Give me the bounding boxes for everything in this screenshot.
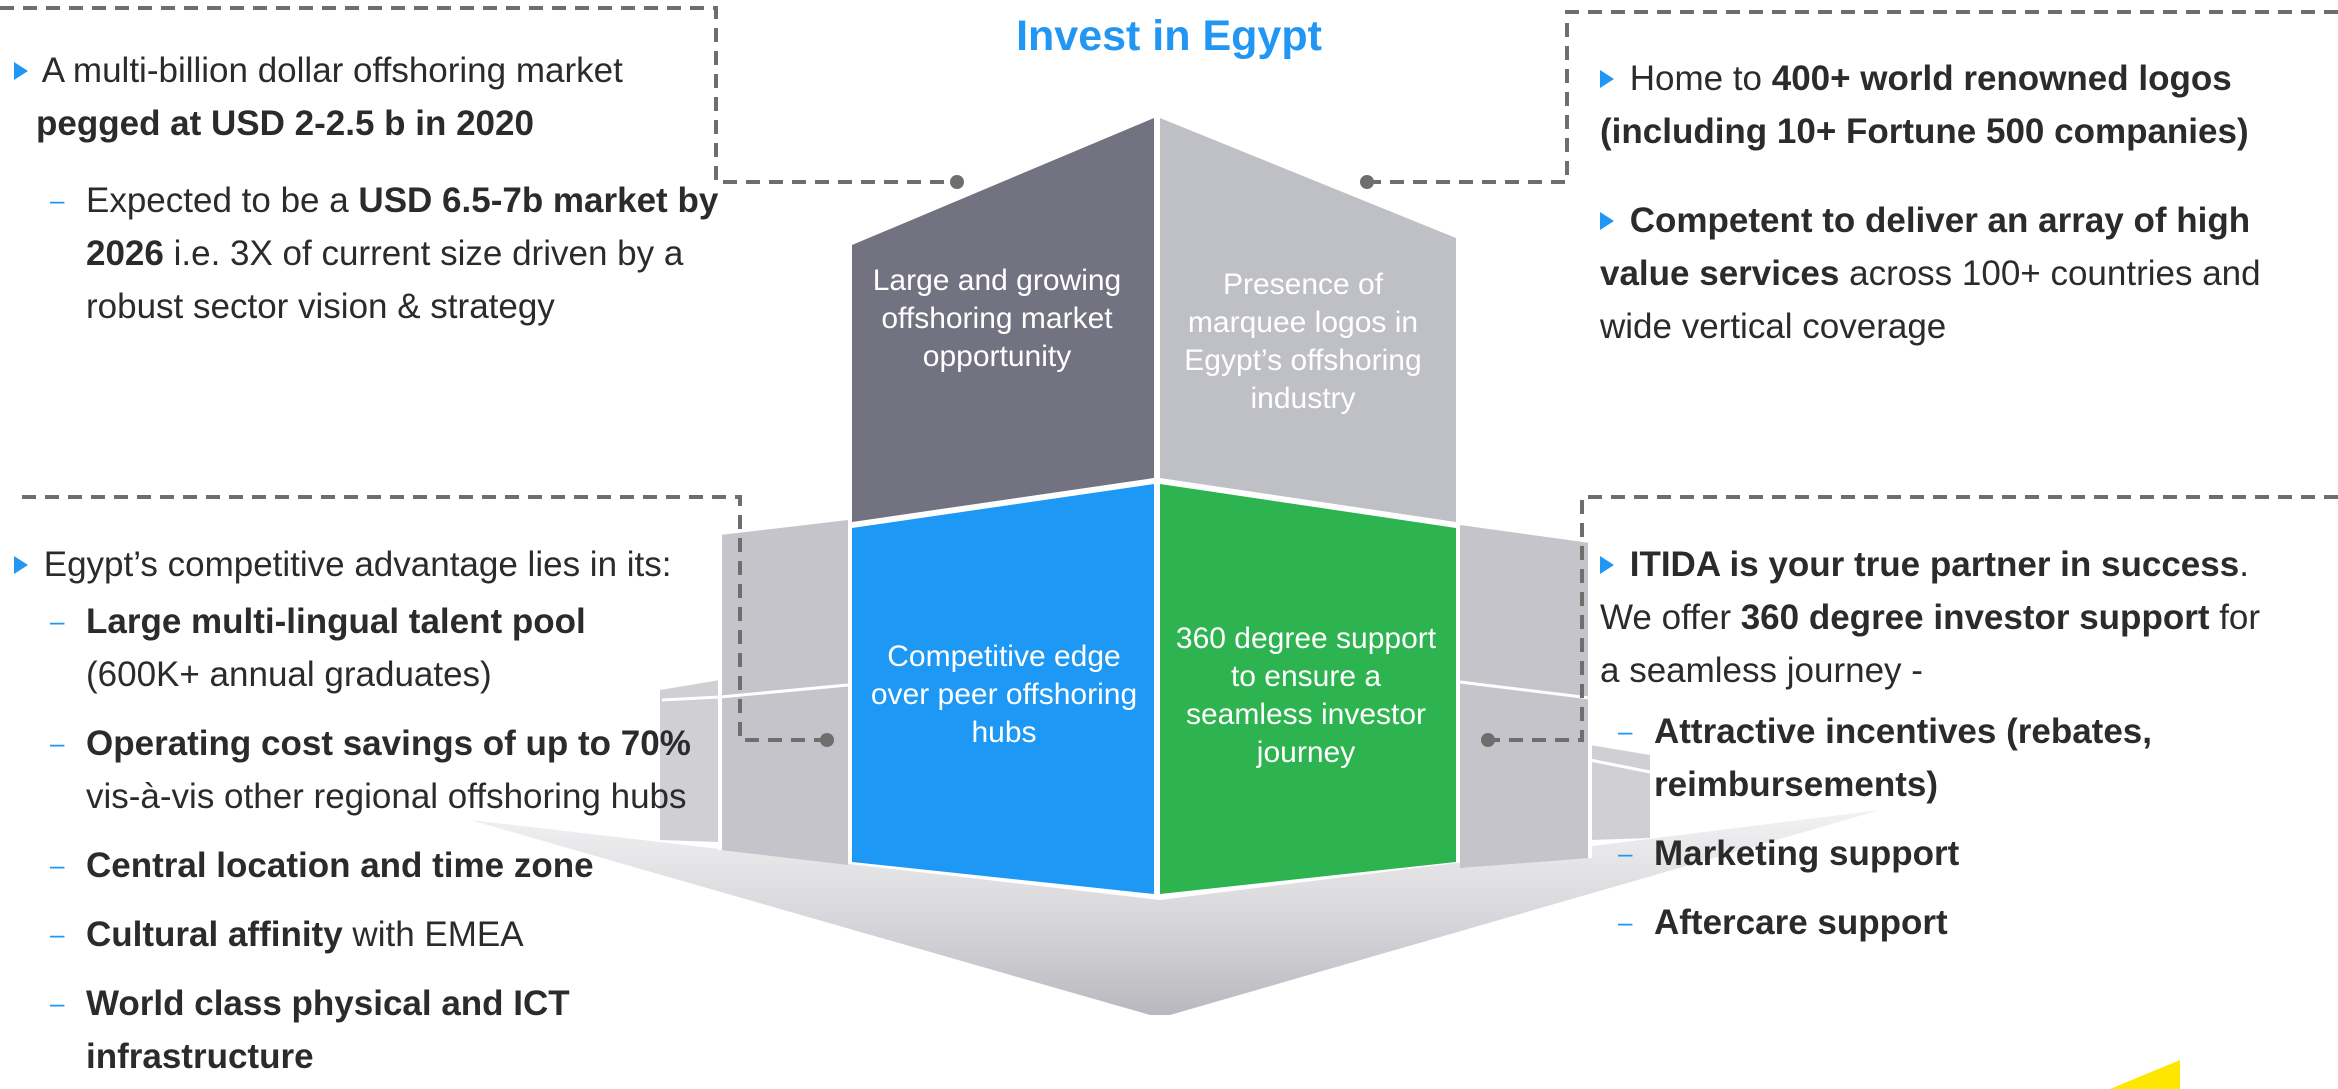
connector-dot-top-right xyxy=(1360,175,1374,189)
market-forecast-item: Expected to be a USD 6.5-7b market by 20… xyxy=(50,174,726,333)
connector-top-left xyxy=(0,6,955,184)
forecast-text-bold: USD 6.5-7b market by 2026 xyxy=(86,181,719,273)
brand-logo-mark xyxy=(2110,1060,2180,1089)
logos-bullet: Home to 400+ world renowned logos (inclu… xyxy=(1600,52,2320,158)
forecast-text-a: Expected to be a xyxy=(86,181,359,220)
face-top-right xyxy=(1160,118,1456,522)
talent-detail: (600K+ annual graduates) xyxy=(86,655,492,694)
connector-bottom-right xyxy=(1490,495,2338,742)
market-size-text: A multi-billion dollar offshoring market xyxy=(41,51,623,90)
itida-text-d: for a seamless journey - xyxy=(1600,598,2261,690)
top-left-text-block: A multi-billion dollar offshoring market… xyxy=(14,44,718,333)
support-item-incentives: Attractive incentives (rebates, reimburs… xyxy=(1618,705,2214,811)
cost-detail: vis-à-vis other regional offshoring hubs xyxy=(86,777,687,816)
advantage-item-talent: Large multi-lingual talent pool (600K+ a… xyxy=(50,595,734,701)
advantage-intro-text: Egypt’s competitive advantage lies in it… xyxy=(43,545,672,584)
connector-dot-bottom-left xyxy=(820,733,834,747)
market-size-bold-line: pegged at USD 2-2.5 b in 2020 xyxy=(14,97,714,150)
face-bottom-right xyxy=(1160,484,1456,894)
culture-bold: Cultural affinity xyxy=(86,915,343,954)
bottom-left-text-block: Egypt’s competitive advantage lies in it… xyxy=(14,538,734,1083)
support-item-aftercare: Aftercare support xyxy=(1618,896,2300,949)
advantage-item-infrastructure: World class physical and ICT infrastruct… xyxy=(50,977,646,1083)
face-text-support: 360 degree support to ensure a seamless … xyxy=(1175,622,1437,769)
face-text-market: Large and growing offshoring market oppo… xyxy=(872,264,1122,373)
cost-bold: Operating cost savings of up to 70% xyxy=(86,724,691,763)
bottom-right-text-block: ITIDA is your true partner in success. W… xyxy=(1600,538,2300,949)
itida-support-bold: 360 degree investor support xyxy=(1740,598,2210,637)
advantage-item-location: Central location and time zone xyxy=(50,839,734,892)
connector-bottom-left xyxy=(22,495,825,742)
location-bold: Central location and time zone xyxy=(86,846,594,885)
talent-bold: Large multi-lingual talent pool xyxy=(86,602,586,641)
face-text-logos: Presence of marquee logos in Egypt’s off… xyxy=(1184,268,1422,415)
culture-detail: with EMEA xyxy=(342,915,524,954)
services-bullet: Competent to deliver an array of high va… xyxy=(1600,194,2320,353)
advantage-intro: Egypt’s competitive advantage lies in it… xyxy=(14,538,734,591)
aftercare-bold: Aftercare support xyxy=(1654,903,1948,942)
market-size-bullet: A multi-billion dollar offshoring market xyxy=(14,44,714,97)
services-text-bold: Competent to deliver an array of high va… xyxy=(1600,201,2251,293)
connector-dot-bottom-right xyxy=(1481,733,1495,747)
face-top-left xyxy=(852,118,1154,522)
infrastructure-bold: World class physical and ICT infrastruct… xyxy=(86,984,570,1076)
itida-bold: ITIDA is your true partner in success xyxy=(1629,545,2240,584)
advantage-item-culture: Cultural affinity with EMEA xyxy=(50,908,734,961)
connector-top-right xyxy=(1368,10,2338,184)
advantage-item-cost: Operating cost savings of up to 70% vis-… xyxy=(50,717,734,823)
face-text-competitive: Competitive edge over peer offshoring hu… xyxy=(870,640,1138,749)
forecast-text-c: i.e. 3X of current size driven by a robu… xyxy=(86,234,684,326)
connector-dot-top-left xyxy=(950,175,964,189)
marketing-bold: Marketing support xyxy=(1654,834,1960,873)
incentives-bold: Attractive incentives (rebates, reimburs… xyxy=(1654,712,2152,804)
face-bottom-left xyxy=(852,484,1154,894)
itida-bullet: ITIDA is your true partner in success. W… xyxy=(1600,538,2280,697)
page-title: Invest in Egypt xyxy=(1016,12,1322,60)
support-item-marketing: Marketing support xyxy=(1618,827,2300,880)
itida-text-b: . We offer xyxy=(1600,545,2249,637)
logos-text-bold: 400+ world renowned logos (including 10+… xyxy=(1600,59,2249,151)
top-right-text-block: Home to 400+ world renowned logos (inclu… xyxy=(1600,52,2320,353)
right-back-building xyxy=(1460,525,1590,868)
logos-text-a: Home to xyxy=(1629,59,1772,98)
market-size-bold: pegged at USD 2-2.5 b in 2020 xyxy=(36,104,534,143)
services-text-b: across 100+ countries and wide vertical … xyxy=(1600,254,2261,346)
